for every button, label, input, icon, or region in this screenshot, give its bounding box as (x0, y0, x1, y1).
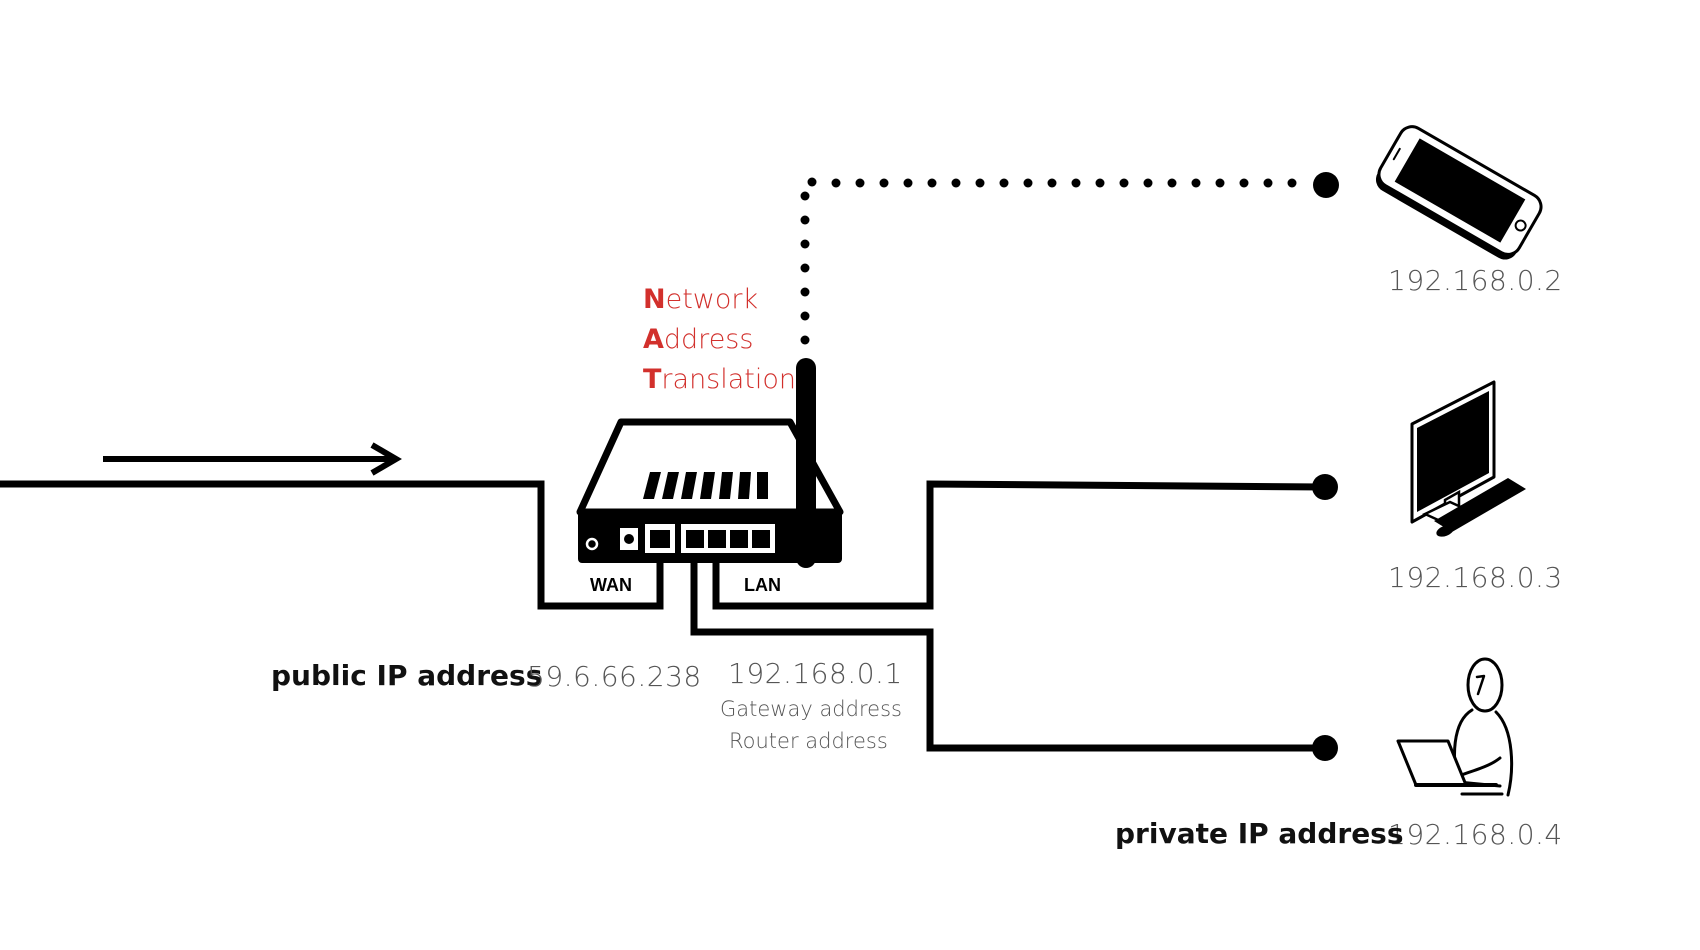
smartphone-ip: 192.168.0.2 (1388, 264, 1563, 297)
public-ip-value: 59.6.66.238 (527, 660, 702, 693)
wireless-dot (800, 287, 810, 297)
router-vents (643, 472, 768, 499)
wireless-dot (1167, 178, 1177, 188)
nat-rest-address: ddress (663, 324, 754, 355)
lan-cable-desktop (712, 480, 1326, 610)
nat-initial-t: T (643, 364, 662, 395)
gateway-address-caption: Gateway address (720, 697, 902, 721)
gateway-ip-value: 192.168.0.1 (728, 657, 903, 690)
nat-line-network: Network (643, 286, 758, 313)
wireless-dot (999, 178, 1009, 188)
wan-cable (0, 480, 664, 610)
wireless-dot (831, 178, 841, 188)
nat-rest-translation: ranslation (661, 364, 797, 395)
lan-cable-laptop (690, 546, 1325, 752)
wireless-dot (1263, 178, 1273, 188)
desktop-ip: 192.168.0.3 (1388, 561, 1563, 594)
wan-port-label: WAN (590, 575, 632, 595)
nat-rest-network: etwork (665, 284, 759, 315)
wireless-dot (800, 239, 810, 249)
lan-port-label: LAN (744, 575, 781, 595)
wireless-dot (800, 215, 810, 225)
arrow-right-icon (103, 442, 402, 476)
wireless-dot (1023, 178, 1033, 188)
person-laptop-icon (1396, 657, 1514, 797)
endpoint-smartphone (1313, 172, 1339, 198)
wireless-dot (1095, 178, 1105, 188)
endpoint-desktop (1312, 474, 1338, 500)
wireless-dot (1047, 178, 1057, 188)
wireless-dot (1239, 178, 1249, 188)
wireless-dot (1287, 178, 1297, 188)
wireless-dot (800, 311, 810, 321)
wireless-dot (800, 263, 810, 273)
wireless-dot (975, 178, 985, 188)
smartphone-icon (1375, 125, 1543, 260)
laptop-ip: 192.168.0.4 (1388, 818, 1563, 851)
nat-line-address: Address (643, 326, 753, 353)
private-ip-caption: private IP address (1115, 817, 1404, 850)
wireless-dot (879, 178, 889, 188)
wireless-dot (807, 177, 817, 187)
wireless-dot (951, 178, 961, 188)
router-address-caption: Router address (729, 729, 888, 753)
public-ip-caption: public IP address (271, 659, 543, 692)
wireless-dot (800, 335, 810, 345)
wireless-dot (903, 178, 913, 188)
router-icon (576, 358, 844, 568)
wireless-dot (855, 178, 865, 188)
nat-initial-a: A (643, 324, 664, 355)
nat-initial-n: N (643, 284, 666, 315)
wireless-dot (1119, 178, 1129, 188)
wireless-dot (800, 191, 810, 201)
endpoint-laptop (1312, 735, 1338, 761)
wireless-dot (1191, 178, 1201, 188)
wireless-dot (927, 178, 937, 188)
desktop-computer-icon (1410, 380, 1526, 537)
wireless-link (800, 177, 1297, 345)
wireless-dot (1215, 178, 1225, 188)
wireless-dot (1071, 178, 1081, 188)
nat-line-translation: Translation (643, 366, 796, 393)
wireless-dot (1143, 178, 1153, 188)
